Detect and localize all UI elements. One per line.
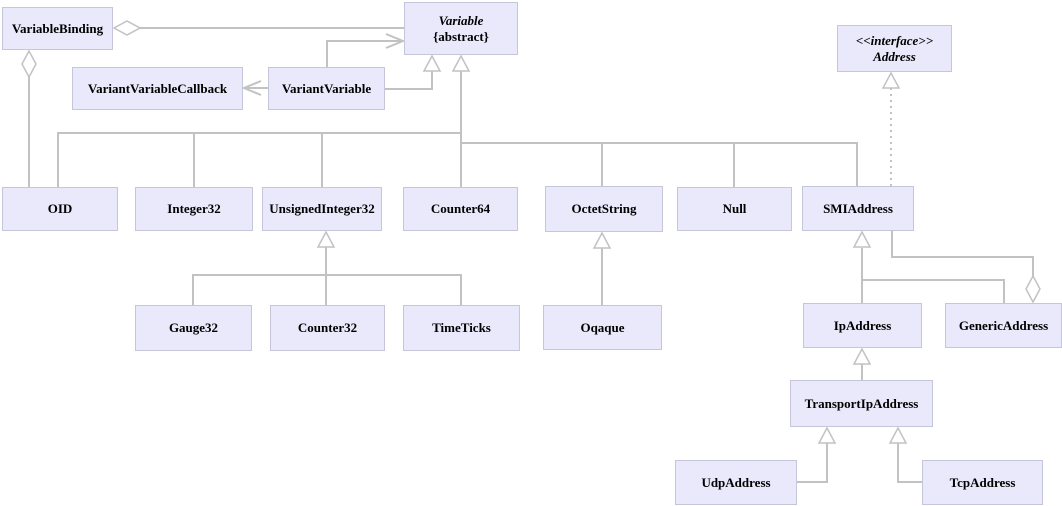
class-counter32-label: Counter32 [297, 320, 358, 335]
class-smi-address[interactable]: SMIAddress [802, 186, 914, 231]
class-address-label: <<interface>> [855, 32, 934, 48]
class-integer32[interactable]: Integer32 [135, 187, 253, 231]
class-address-label: Address [873, 48, 916, 64]
generalization-arrowhead-icon [316, 230, 336, 248]
class-tcp-address-label: TcpAddress [949, 474, 1016, 490]
class-variant-variable-callback-label: VariantVariableCallback [87, 80, 228, 96]
class-smi-address-label: SMIAddress [823, 200, 893, 216]
generalization-arrowhead-icon [817, 426, 837, 444]
edge-variable-hierarchy-bus-left [57, 132, 461, 187]
class-time-ticks-label: TimeTicks [432, 320, 491, 335]
class-variable[interactable]: Variable{abstract} [404, 2, 518, 55]
edge-variantvariable-extends-variable [385, 71, 433, 90]
class-octet-string[interactable]: OctetString [545, 186, 663, 232]
class-transport-ip-address[interactable]: TransportIpAddress [790, 380, 933, 427]
class-oqaque[interactable]: Oqaque [543, 305, 662, 350]
class-counter64[interactable]: Counter64 [403, 187, 518, 231]
class-unsigned-integer32-label: UnsignedInteger32 [269, 201, 375, 216]
class-counter32[interactable]: Counter32 [270, 305, 385, 351]
class-generic-address[interactable]: GenericAddress [945, 303, 1062, 348]
class-tcp-address[interactable]: TcpAddress [922, 460, 1043, 505]
class-unsigned-integer32[interactable]: UnsignedInteger32 [262, 187, 382, 231]
edge-variantvariable-to-variable-association [326, 40, 401, 67]
generalization-arrowhead-icon [592, 231, 612, 249]
generalization-arrowhead-icon [422, 54, 442, 72]
class-udp-address-label: UdpAddress [701, 474, 771, 490]
class-generic-address-label: GenericAddress [958, 317, 1049, 333]
class-null[interactable]: Null [677, 187, 792, 231]
class-variable-binding[interactable]: VariableBinding [2, 7, 113, 50]
class-ip-address[interactable]: IpAddress [803, 303, 922, 348]
class-variable-label: Variable [438, 12, 484, 28]
class-variable-binding-label: VariableBinding [11, 20, 104, 36]
class-variant-variable[interactable]: VariantVariable [268, 67, 385, 110]
class-time-ticks[interactable]: TimeTicks [403, 305, 520, 351]
edge-udpaddress-extends-transportipaddress [797, 443, 828, 483]
class-oid-label: OID [47, 201, 73, 216]
class-gauge32-label: Gauge32 [168, 320, 219, 335]
class-variant-variable-callback[interactable]: VariantVariableCallback [72, 67, 243, 110]
realization-arrowhead-icon [881, 71, 901, 89]
generalization-arrowhead-icon [888, 426, 908, 444]
class-udp-address[interactable]: UdpAddress [675, 460, 797, 505]
generalization-arrowhead-icon [451, 54, 471, 72]
class-gauge32[interactable]: Gauge32 [135, 305, 252, 351]
aggregation-diamond-icon [112, 20, 142, 36]
class-counter64-label: Counter64 [430, 201, 491, 216]
edge-tcpaddress-extends-transportipaddress [897, 443, 922, 483]
aggregation-diamond-icon [1025, 274, 1041, 304]
association-arrowhead-icon [385, 33, 406, 49]
edge-genericaddress-aggregates-smiaddress [891, 231, 1034, 278]
class-oqaque-label: Oqaque [580, 319, 625, 335]
class-ip-address-label: IpAddress [833, 317, 892, 333]
generalization-arrowhead-icon [852, 347, 872, 365]
generalization-arrowhead-icon [852, 230, 872, 248]
class-null-label: Null [722, 201, 747, 216]
class-variant-variable-label: VariantVariable [281, 80, 372, 96]
association-arrowhead-icon [241, 80, 262, 96]
class-transport-ip-address-label: TransportIpAddress [804, 395, 919, 411]
class-integer32-label: Integer32 [167, 201, 221, 216]
class-variable-label: {abstract} [433, 28, 489, 44]
edge-smiaddress-branch-genericaddress [862, 279, 1005, 303]
class-octet-string-label: OctetString [571, 201, 637, 216]
class-oid[interactable]: OID [2, 187, 118, 231]
edge-variable-hierarchy-bus-right [461, 142, 858, 186]
class-address[interactable]: <<interface>>Address [837, 25, 952, 72]
aggregation-diamond-icon [21, 49, 37, 79]
